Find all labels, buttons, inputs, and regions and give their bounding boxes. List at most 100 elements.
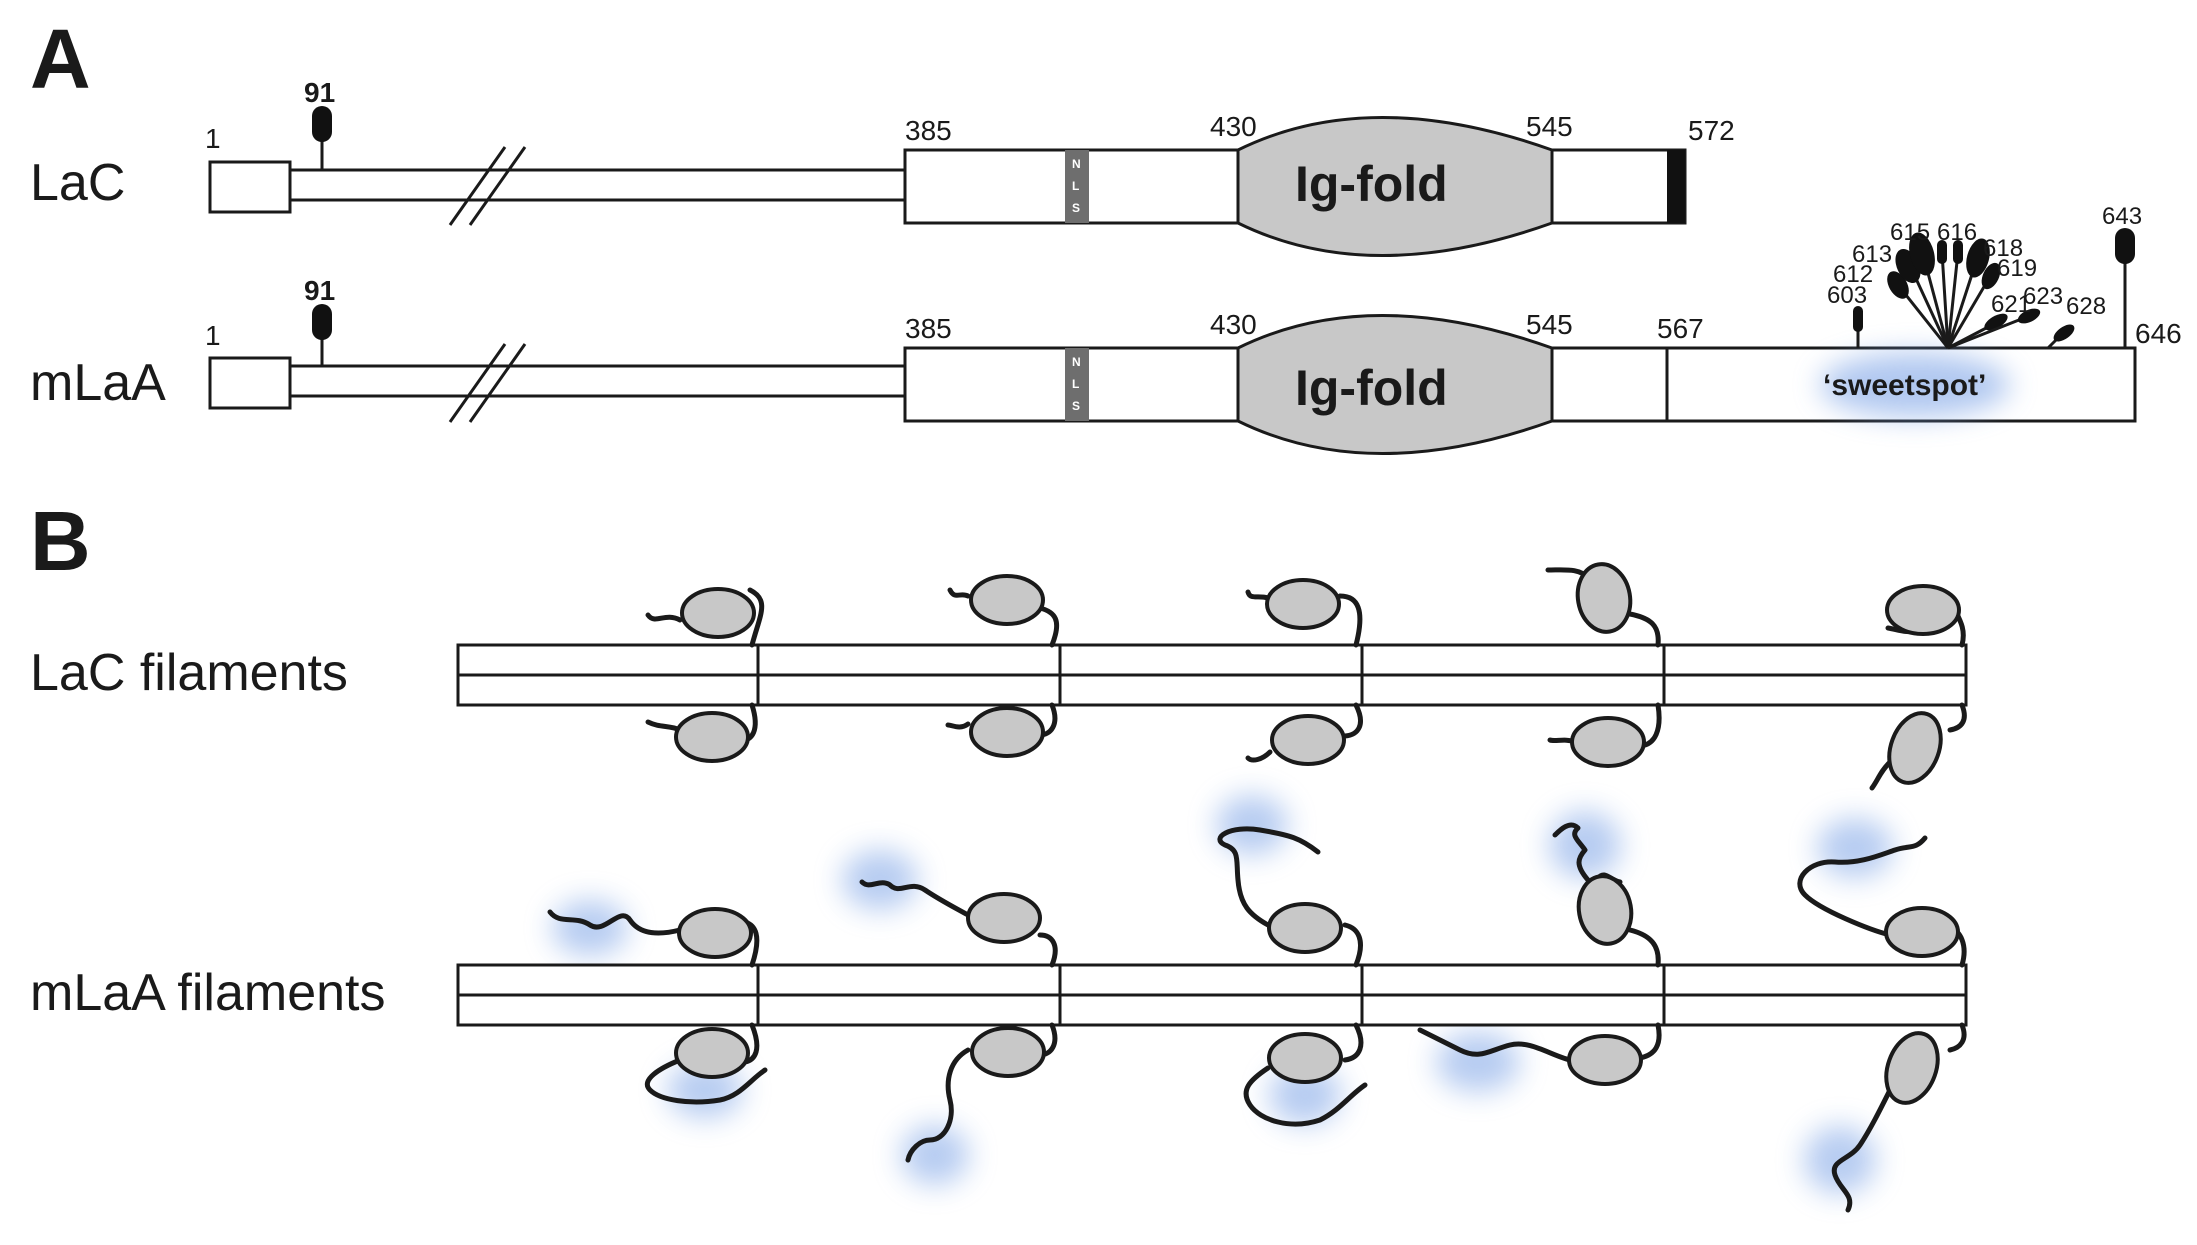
lac-row-label: LaC [30,154,125,212]
mlaa-nls-letter: S [1072,399,1080,413]
mlaa-ig-fold-head [1884,1031,1940,1105]
lac-rod-break [448,146,507,226]
mlaa-position-567: 567 [1657,313,1704,344]
mlaa-construct: mLaA 1 91 N L S Ig-fold ‘sweetspot’ 385 … [30,203,2182,455]
site-628-label: 628 [2066,293,2106,320]
site-603-marker [1853,306,1863,332]
site-643-label: 643 [2102,203,2142,230]
site-619-label: 619 [1997,255,2037,282]
panel-a-letter: A [30,12,91,106]
site-643-marker [2115,228,2135,264]
site-628-marker [2053,324,2075,342]
lac-site-91-marker [312,106,332,142]
mlaa-nls-letter: N [1072,355,1081,369]
lac-ig-fold-head [1887,711,1943,785]
site-615-label: 615 [1890,219,1930,246]
lac-ig-fold-head [969,574,1045,626]
mlaa-position-545: 545 [1526,309,1573,340]
lac-ig-fold-head [1265,578,1341,630]
mlaa-position-385: 385 [905,313,952,344]
lac-construct: LaC 1 91 N L S Ig-fold 385 430 545 572 [30,77,1735,257]
lac-ig-fold-head [680,587,756,639]
mlaa-ig-fold-head [1567,1034,1643,1086]
mlaa-position-646: 646 [2135,318,2182,349]
sweetspot-label: ‘sweetspot’ [1823,369,1986,402]
lac-tail-linker [1245,589,1363,648]
site-616-label: 616 [1937,219,1977,246]
lac-position-430: 430 [1210,111,1257,142]
site-616-marker-b [1953,240,1963,264]
mlaa-ig-fold-head [677,907,753,959]
site-623-marker [2017,308,2041,324]
site-619-marker [1981,262,2001,290]
lac-ig-fold-head [1570,716,1646,768]
lac-tail-linker [1245,702,1363,763]
lac-tail-linker [947,587,1060,648]
mlaa-ig-fold-head [1267,902,1343,954]
mlaa-ig-fold-head [1576,874,1634,946]
site-623-label: 623 [2023,283,2063,310]
mlaa-site-91-label: 91 [304,275,335,306]
mlaa-site-91-marker [312,304,332,340]
site-615-marker [1909,232,1935,276]
tail-modification-sites [1853,228,2135,350]
site-612-label: 612 [1833,261,1873,288]
mlaa-extended-tail [1217,826,1363,968]
lac-site-91-label: 91 [304,77,335,108]
site-603-label: 603 [1827,282,1867,309]
lac-position-385: 385 [905,115,952,146]
sweetspot-glow [1820,353,2010,417]
site-613-label: 613 [1852,241,1892,268]
lac-ig-fold-head [969,706,1045,758]
mlaa-extended-tail [1243,1022,1368,1127]
lac-position-572: 572 [1688,115,1735,146]
mlaa-ig-fold-head [674,1027,750,1079]
mlaa-filament [456,795,1968,1213]
lac-nls-box [1065,150,1089,223]
lac-nls-letter: L [1072,179,1079,193]
lac-filament [456,562,1968,791]
mlaa-rod-break [468,343,527,423]
lac-position-545: 545 [1526,111,1573,142]
site-621-label: 621 [1991,291,2031,318]
lac-ig-fold-head [1885,584,1961,636]
mlaa-ig-fold-head [1884,906,1960,958]
mlaa-ig-fold-domain [1236,314,1554,455]
lac-ig-fold-head [674,711,750,763]
lac-filaments-label: LaC filaments [30,644,348,702]
lac-rod-domain [288,168,907,202]
mlaa-nls-box [1065,348,1089,421]
mlaa-extended-tail [1417,1022,1662,1063]
mlaa-head-domain [208,356,292,410]
mlaa-rod-break [448,343,507,423]
lac-ig-fold-label: Ig-fold [1295,156,1448,212]
mlaa-extended-tail [1831,1022,1967,1213]
mlaa-start-position: 1 [205,320,221,351]
lac-ig-fold-head [1575,562,1633,634]
mlaa-nls-letter: L [1072,377,1079,391]
mlaa-ig-fold-head [1267,1032,1343,1084]
lac-ig-fold-domain [1236,116,1554,257]
mlaa-extended-tail [859,879,1058,968]
mlaa-filaments-label: mLaA filaments [30,964,386,1022]
mlaa-row-label: mLaA [30,354,166,412]
lac-head-domain [208,160,292,214]
lac-tail-linker [1869,702,1967,791]
mlaa-rod-domain [288,364,907,398]
lac-nls-letter: S [1072,201,1080,215]
site-621-marker [1984,313,2008,331]
lac-tail-linker [645,587,765,648]
lac-c-terminal-block [1667,150,1685,223]
mlaa-ig-fold-head [970,1026,1046,1078]
lac-nls-letter: N [1072,157,1081,171]
panel-b-letter: B [30,494,91,588]
site-618-label: 618 [1983,235,2023,262]
mlaa-ig-fold-head [966,892,1042,944]
mlaa-position-430: 430 [1210,309,1257,340]
lac-rod-break [468,146,527,226]
lac-ig-fold-head [1270,714,1346,766]
lac-start-position: 1 [205,123,221,154]
site-618-marker [1966,238,1990,278]
site-616-marker-a [1937,240,1947,264]
